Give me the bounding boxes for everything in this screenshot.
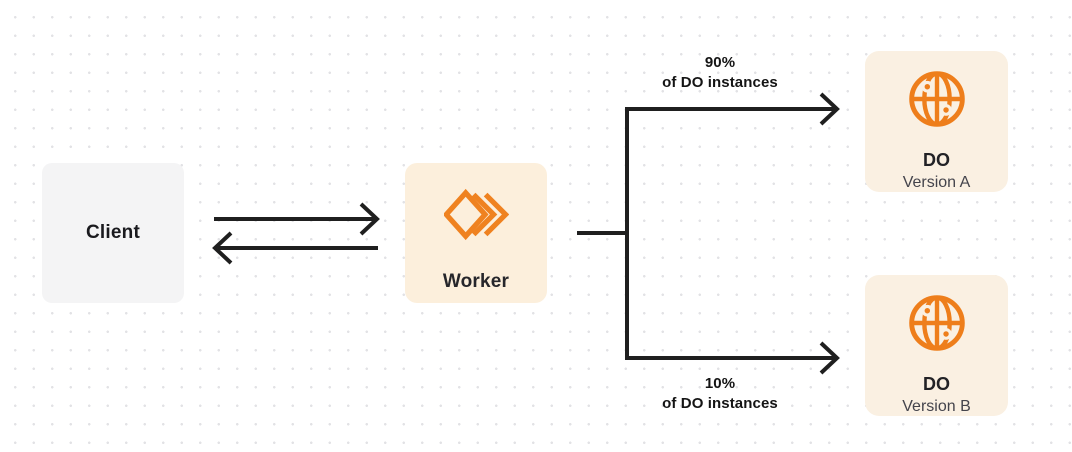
arrow-to-do-b-head (819, 341, 840, 375)
cloudflare-workers-icon (442, 187, 509, 247)
do-version-a-subtitle: Version A (902, 174, 971, 191)
worker-node: Worker (405, 163, 547, 303)
arrow-to-do-a-head (819, 92, 840, 126)
branch-b-percent: 10% (704, 375, 736, 392)
do-version-b-subtitle: Version B (902, 398, 971, 415)
do-version-a-title: DO (923, 150, 950, 170)
worker-node-label: Worker (442, 271, 510, 292)
branch-a-caption: of DO instances (662, 73, 778, 91)
globe-icon (906, 292, 968, 359)
branch-b-label: 10% of DO instances (610, 374, 830, 413)
arrow-client-to-worker-head (359, 202, 380, 236)
globe-icon (906, 68, 968, 135)
client-node-label: Client (86, 222, 140, 243)
client-node: Client (42, 163, 184, 303)
branch-a-label: 90% of DO instances (610, 53, 830, 92)
arrow-worker-to-client-head (212, 231, 233, 265)
branch-trunk (625, 107, 836, 360)
do-version-a-node: DO Version A (865, 51, 1008, 192)
branch-b-caption: of DO instances (662, 394, 778, 412)
branch-a-percent: 90% (704, 54, 736, 71)
do-version-b-node: DO Version B (865, 275, 1008, 416)
do-version-b-title: DO (923, 374, 950, 394)
